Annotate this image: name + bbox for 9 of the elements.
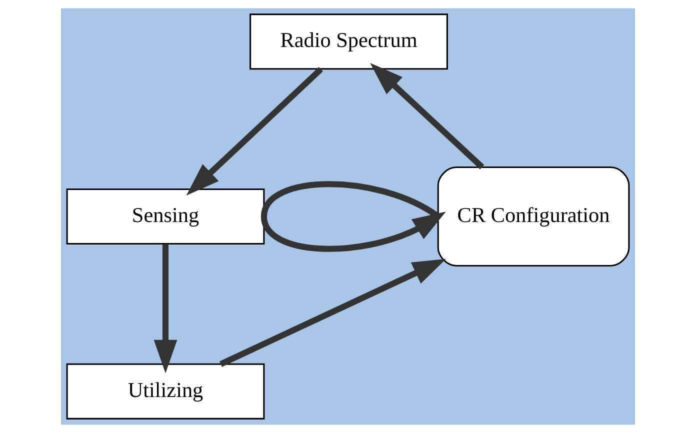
node-box: CR Configuration bbox=[437, 166, 630, 266]
node-box: Utilizing bbox=[66, 363, 265, 420]
arrow bbox=[260, 181, 446, 252]
node-box: Radio Spectrum bbox=[250, 14, 448, 70]
node-box: Sensing bbox=[66, 188, 265, 245]
arrow bbox=[219, 258, 446, 367]
arrow bbox=[370, 62, 484, 170]
arrow bbox=[154, 244, 178, 374]
arrow bbox=[186, 66, 323, 196]
